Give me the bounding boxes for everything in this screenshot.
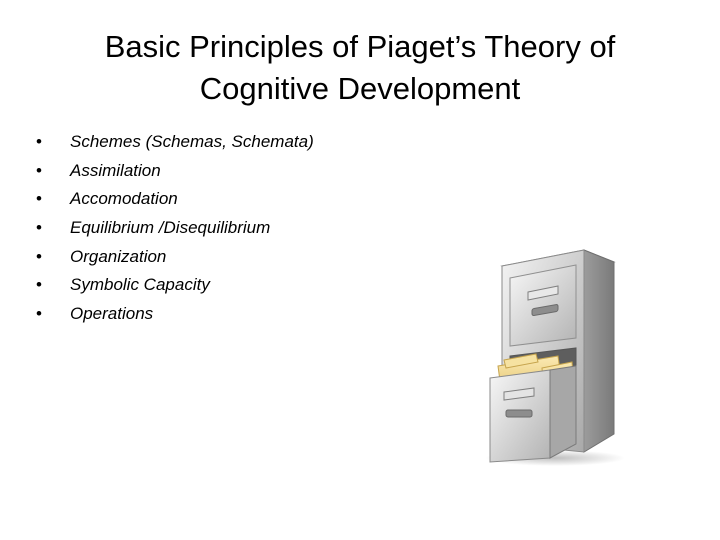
bullet-item: • Organization xyxy=(36,243,314,272)
bullet-dot: • xyxy=(36,246,42,266)
bullet-list: • Schemes (Schemas, Schemata) • Assimilati… xyxy=(36,128,314,329)
bullet-item: • Operations xyxy=(36,300,314,329)
bullet-item: • Assimilation xyxy=(36,157,314,186)
bullet-text: Operations xyxy=(70,304,154,324)
bullet-text: Organization xyxy=(70,246,167,266)
bullet-dot: • xyxy=(36,132,42,151)
bullet-text: Schemes (Schemas, Schemata) xyxy=(70,132,314,151)
bullet-dot: • xyxy=(36,304,42,324)
bullet-item: • Equilibrium /Disequilibrium xyxy=(36,214,314,243)
bullet-dot: • xyxy=(36,275,42,295)
slide-title-line-2: Cognitive Development xyxy=(199,71,521,106)
bullet-text: Equilibrium /Disequilibrium xyxy=(70,218,271,238)
bullet-item: • Accomodation xyxy=(36,185,314,214)
slide-title-line-1: Basic Principles of Piaget’s Theory of xyxy=(104,29,616,64)
bullet-text: Assimilation xyxy=(70,160,161,180)
bullet-dot: • xyxy=(36,189,42,209)
bullet-dot: • xyxy=(36,160,42,180)
bullet-text: Accomodation xyxy=(70,189,178,209)
slide-title: Basic Principles of Piaget’s Theory of C… xyxy=(60,26,660,110)
bullet-text: Symbolic Capacity xyxy=(70,275,210,295)
bullet-item: • Schemes (Schemas, Schemata) xyxy=(36,128,314,157)
bullet-dot: • xyxy=(36,218,42,238)
file-cabinet-icon xyxy=(480,238,630,468)
bullet-item: • Symbolic Capacity xyxy=(36,271,314,300)
